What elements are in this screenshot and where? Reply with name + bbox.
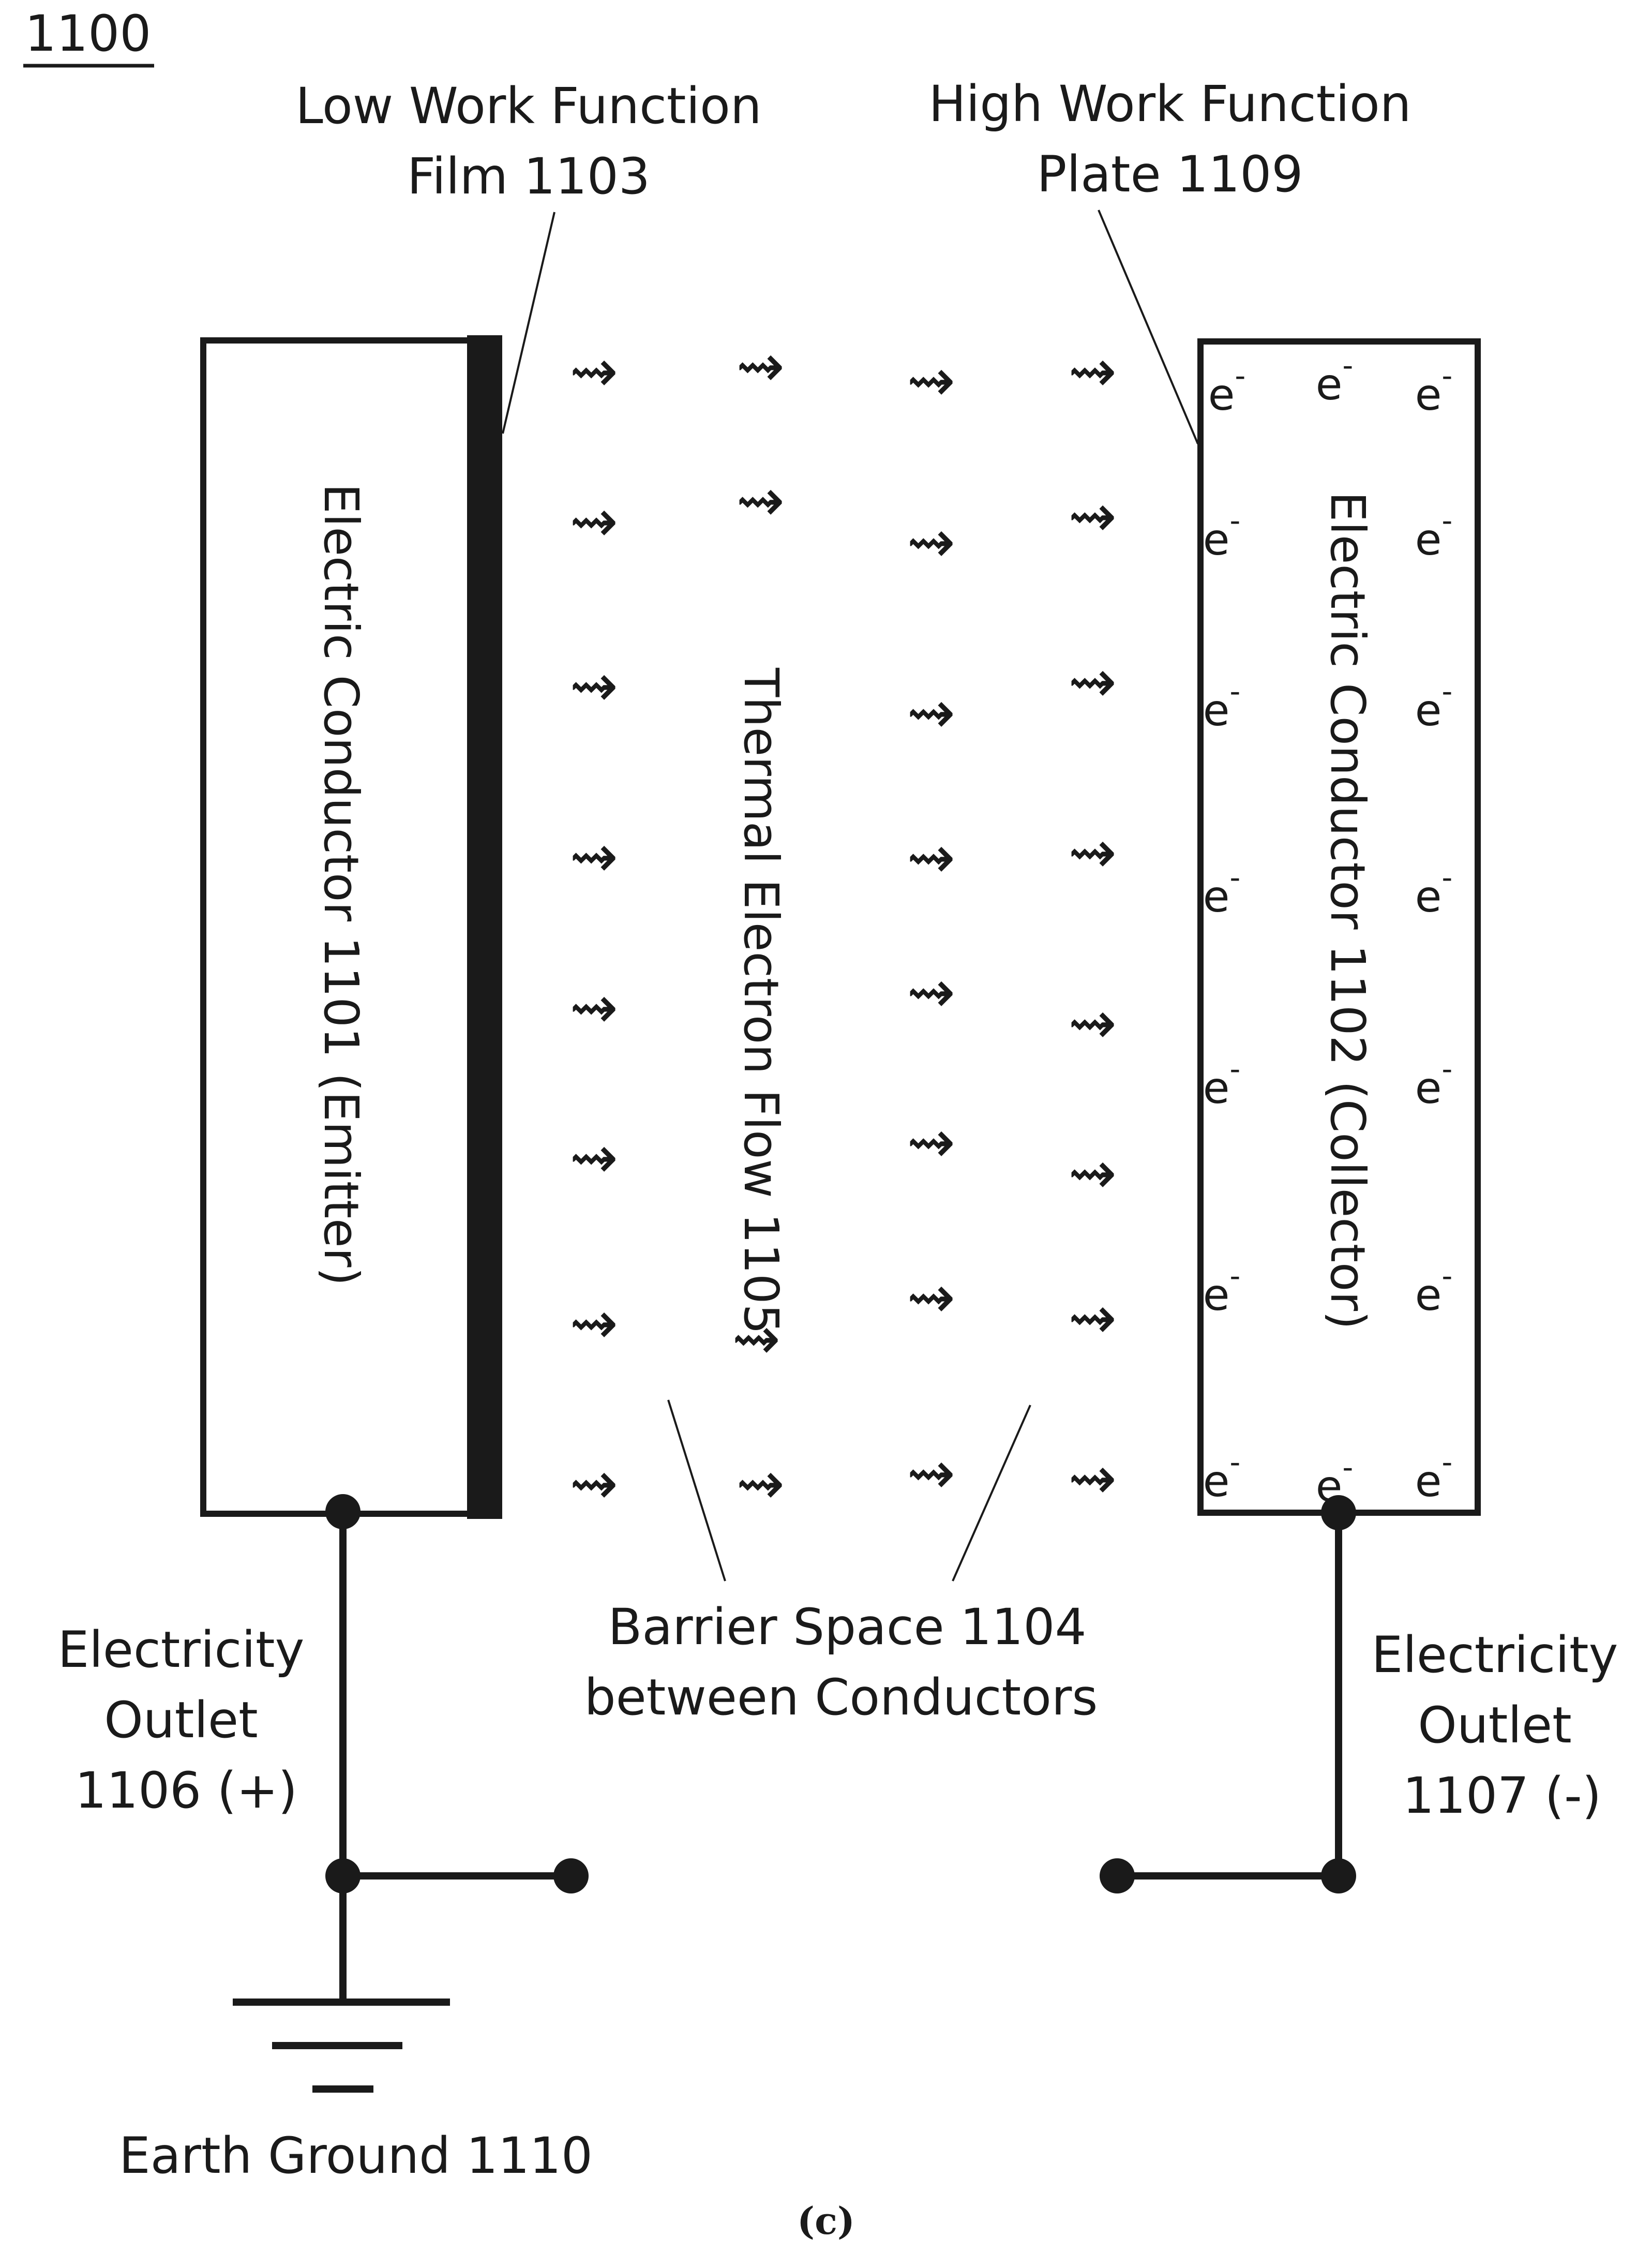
thermal-electron-arrows: ⇝ ⇝ ⇝ ⇝ ⇝ ⇝ ⇝ ⇝ ⇝ ⇝ ⇝ ⇝ ⇝ ⇝ ⇝ ⇝ ⇝ ⇝ ⇝ ⇝ ⇝ ⇝ ⇝ ⇝ ⇝ ⇝ ⇝ ⇝ — [569, 333, 1117, 1517]
outlet-minus-label-line2: Outlet — [1418, 1696, 1571, 1754]
thermal-electron-arrow: ⇝ — [907, 509, 955, 576]
thermal-flow-label: Thermal Electron Flow 1105 — [733, 667, 789, 1334]
electron-charge: - — [1229, 1444, 1240, 1480]
outlet-minus-terminal — [1100, 1858, 1135, 1893]
thermal-electron-arrow: ⇝ — [732, 1305, 780, 1373]
electron-symbol: e- — [1203, 674, 1241, 736]
electron-symbol: e- — [1203, 1444, 1241, 1507]
thermal-electron-arrow: ⇝ — [569, 974, 618, 1041]
barrier-leader-left — [667, 1399, 726, 1582]
collector-label: Electric Conductor 1102 (Collector) — [1320, 491, 1375, 1330]
thermal-electron-arrow: ⇝ — [1068, 819, 1117, 886]
electron-charge: - — [1441, 1051, 1452, 1086]
electron-charge: - — [1229, 503, 1240, 538]
thermal-electron-arrow: ⇝ — [907, 824, 955, 891]
plate-leader-line — [1098, 210, 1199, 444]
barrier-space-label-line1: Barrier Space 1104 — [608, 1598, 1086, 1656]
electron-charge: - — [1235, 358, 1245, 393]
electron-symbol: e- — [1415, 1258, 1453, 1320]
thermal-electron-arrow: ⇝ — [736, 1450, 785, 1517]
electron-charge: - — [1229, 674, 1240, 709]
electron-symbol: e- — [1415, 860, 1453, 922]
barrier-space-label-line2: between Conductors — [584, 1668, 1098, 1726]
thermal-electron-arrow: ⇝ — [907, 1109, 955, 1176]
electron-charge: - — [1441, 1444, 1452, 1480]
outlet-plus-label-line2: Outlet — [104, 1691, 258, 1749]
electron-symbol: e- — [1203, 1051, 1241, 1113]
thermal-electron-arrow: ⇝ — [1068, 1140, 1117, 1207]
electron-charge: - — [1441, 358, 1452, 393]
electron-symbol: e- — [1316, 348, 1354, 410]
thermal-electron-arrow: ⇝ — [1068, 648, 1117, 715]
electron-charge: - — [1229, 860, 1240, 895]
thermal-electron-arrow: ⇝ — [1068, 990, 1117, 1057]
electron-charge: - — [1342, 1450, 1353, 1485]
emitter-label: Electric Conductor 1101 (Emitter) — [313, 484, 369, 1286]
low-work-function-film — [467, 335, 502, 1519]
high-work-function-label-line1: High Work Function — [928, 75, 1411, 133]
electron-charge: - — [1229, 1258, 1240, 1293]
thermal-electron-arrow: ⇝ — [1068, 1285, 1117, 1352]
thermal-electron-arrow: ⇝ — [1068, 483, 1117, 550]
electron-symbol: e- — [1203, 860, 1241, 922]
thermal-electron-arrow: ⇝ — [907, 1264, 955, 1331]
thermal-electron-arrow: ⇝ — [569, 488, 618, 555]
film-leader-line — [502, 212, 555, 434]
thermal-electron-arrow: ⇝ — [907, 679, 955, 747]
thermal-electron-arrow: ⇝ — [569, 652, 618, 720]
electron-symbol: e- — [1415, 1444, 1453, 1507]
electron-charge: - — [1441, 674, 1452, 709]
thermal-electron-arrow: ⇝ — [1068, 338, 1117, 405]
earth-ground-label: Earth Ground 1110 — [119, 2127, 593, 2185]
figure-caption: (c) — [797, 2199, 855, 2243]
thermal-electron-arrow: ⇝ — [1068, 1445, 1117, 1512]
thermal-electron-arrow: ⇝ — [736, 333, 785, 400]
thermal-electron-arrow: ⇝ — [907, 959, 955, 1026]
thermal-electron-arrow: ⇝ — [907, 1440, 955, 1507]
thermal-electron-arrow: ⇝ — [907, 347, 955, 414]
electron-charge: - — [1229, 1051, 1240, 1086]
outlet-plus-label-line3: 1106 (+) — [75, 1762, 297, 1820]
low-work-function-label-line2: Film 1103 — [407, 147, 650, 205]
thermal-electron-arrow: ⇝ — [736, 467, 785, 534]
electron-symbol: e- — [1415, 674, 1453, 736]
electron-symbol: e- — [1203, 503, 1241, 565]
electron-symbol: e- — [1415, 503, 1453, 565]
thermal-electron-arrow: ⇝ — [569, 1290, 618, 1357]
electron-symbol: e- — [1415, 358, 1453, 420]
thermal-electron-arrow: ⇝ — [569, 1124, 618, 1191]
figure-number: 1100 — [25, 5, 151, 63]
electron-charge: - — [1342, 348, 1353, 383]
electron-charge: - — [1441, 1258, 1452, 1293]
electron-symbol: e- — [1208, 358, 1246, 420]
outlet-minus-label-line3: 1107 (-) — [1403, 1767, 1601, 1825]
electron-symbol: e- — [1203, 1258, 1241, 1320]
electron-charge: - — [1441, 860, 1452, 895]
thermal-electron-arrow: ⇝ — [569, 823, 618, 890]
thermal-electron-arrow: ⇝ — [569, 1450, 618, 1517]
outlet-plus-label-line1: Electricity — [58, 1621, 305, 1679]
electron-charge: - — [1441, 503, 1452, 538]
low-work-function-label-line1: Low Work Function — [295, 77, 762, 135]
high-work-function-label-line2: Plate 1109 — [1037, 145, 1303, 203]
outlet-minus-label-line1: Electricity — [1372, 1626, 1618, 1684]
electron-symbol: e- — [1415, 1051, 1453, 1113]
barrier-leader-right — [952, 1405, 1031, 1582]
outlet-plus-terminal — [553, 1858, 589, 1893]
thermal-electron-arrow: ⇝ — [569, 338, 618, 405]
